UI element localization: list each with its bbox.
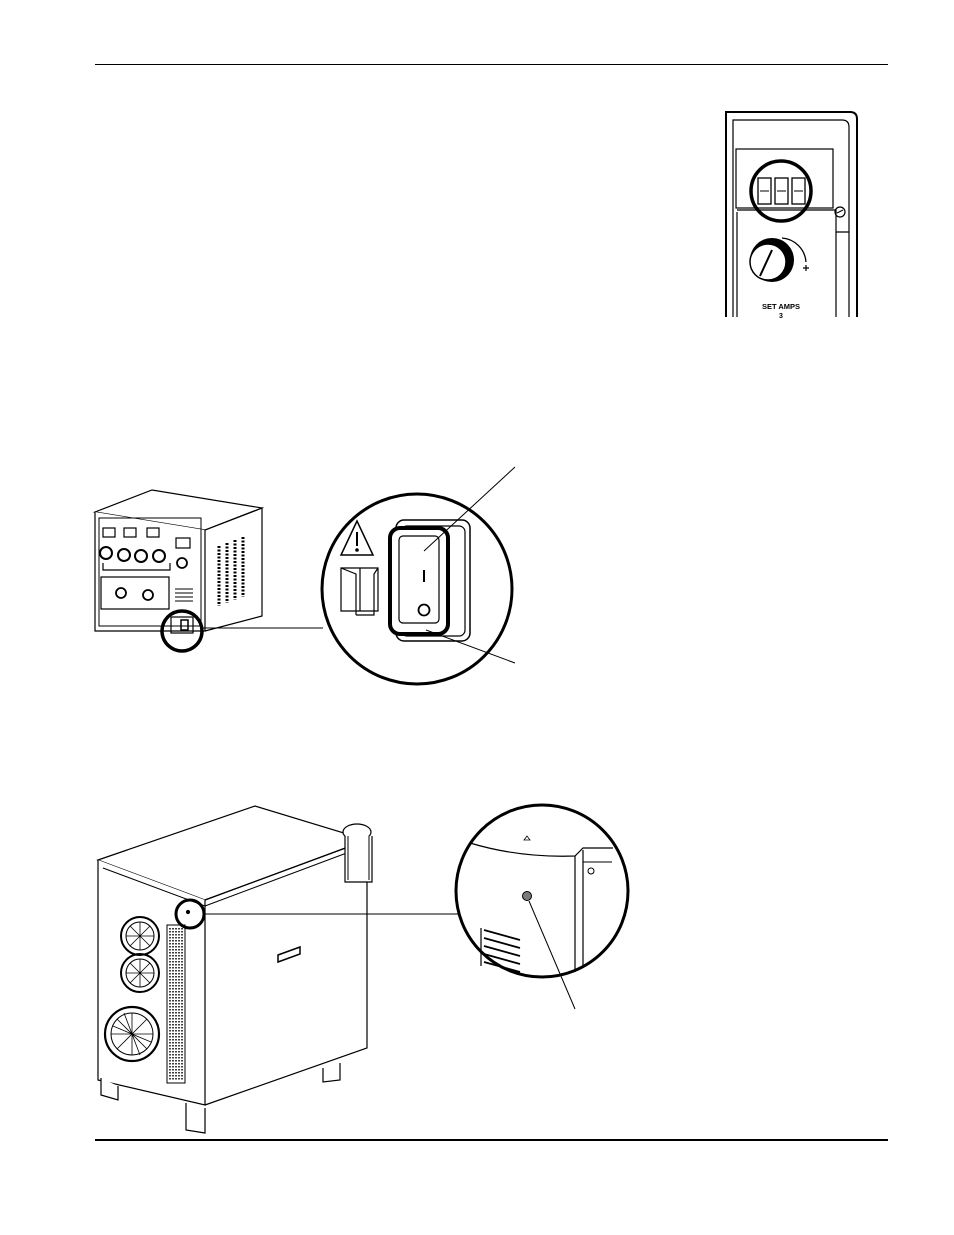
- set-amps-label: SET AMPS: [762, 302, 800, 311]
- display-callout-circle: [749, 159, 813, 223]
- amperage-display: [757, 177, 806, 205]
- power-switch-icon: [388, 519, 471, 642]
- ventilation-grille-icon: [480, 928, 521, 973]
- indicator-light-icon: [522, 891, 532, 901]
- set-amps-knob: [749, 237, 809, 282]
- power-supply-rear-figure: [96, 803, 630, 1134]
- power-switch-callout-circle: [160, 609, 204, 653]
- footer-rule: [95, 1139, 888, 1141]
- power-supply-front-figure: [92, 466, 516, 686]
- set-amps-sublabel: 3: [779, 313, 783, 320]
- display-panel-figure: [725, 111, 858, 317]
- cooling-fan-icon: [103, 916, 161, 1063]
- header-rule: [95, 64, 888, 65]
- ventilation-grille-icon: [217, 537, 245, 606]
- warning-icon: [339, 519, 375, 556]
